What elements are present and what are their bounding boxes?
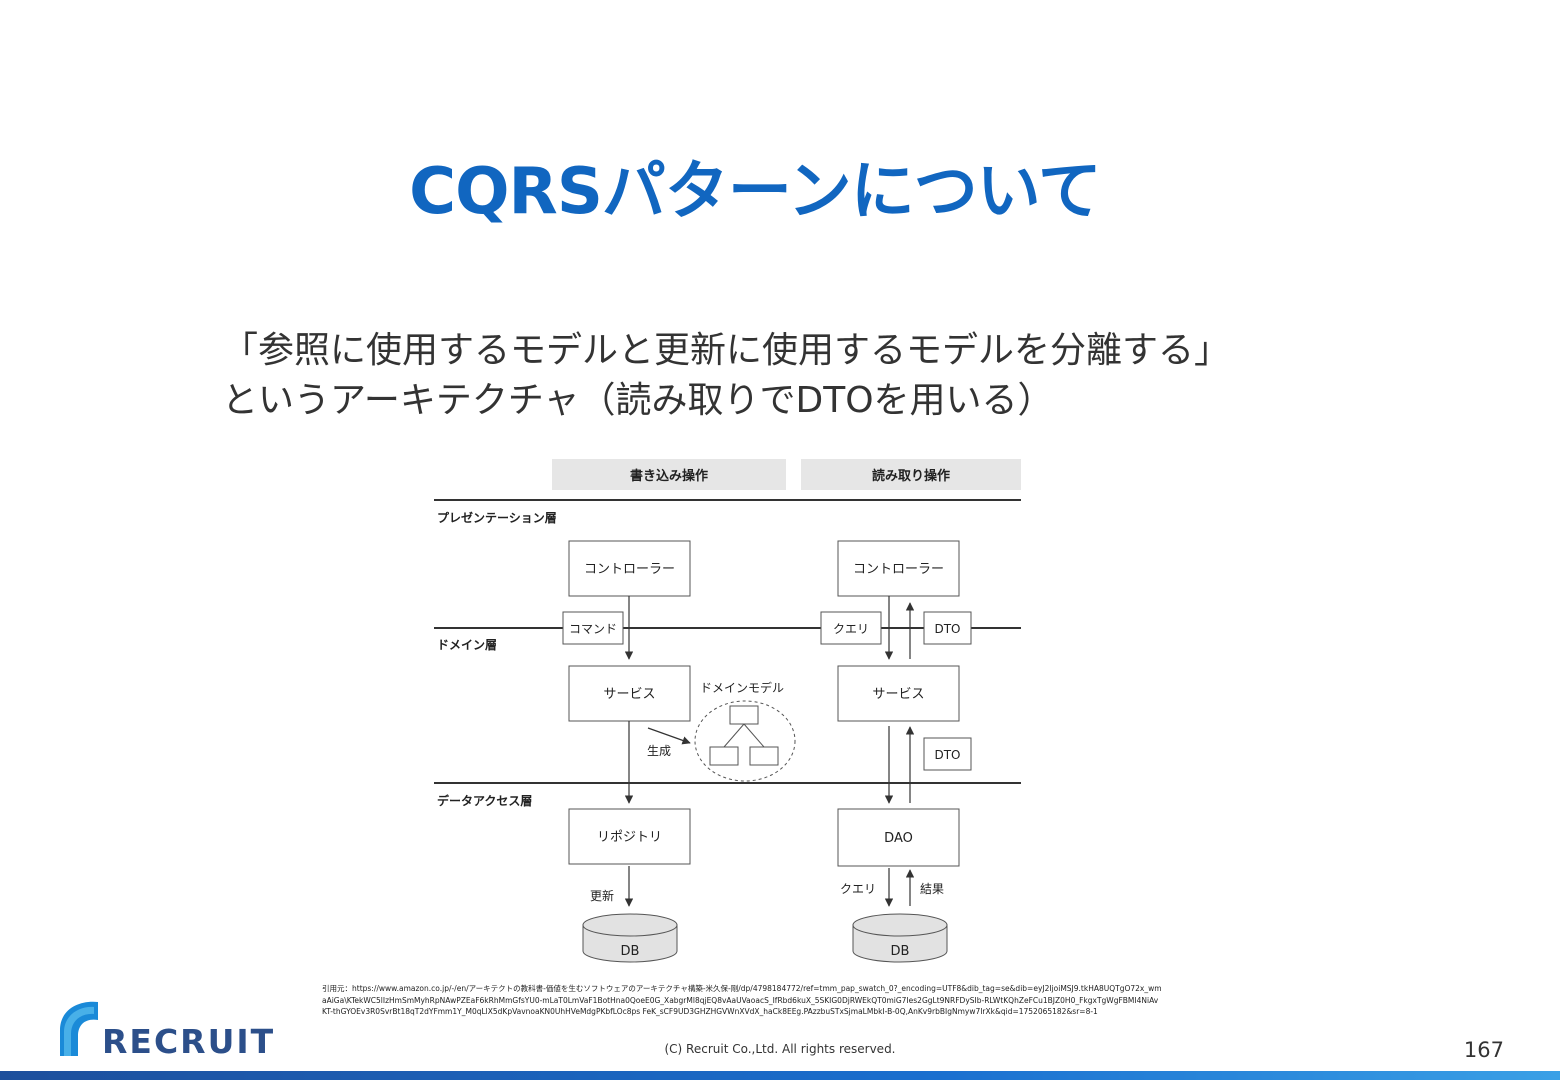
read-dao-box — [837, 808, 960, 867]
subtitle-line-2: というアーキテクチャ（読み取りでDTOを用いる） — [222, 380, 1054, 421]
read-query-box — [820, 611, 882, 645]
write-repository-label: リポジトリ — [597, 830, 662, 845]
read-dto-mid-box — [923, 737, 972, 771]
recruit-logo-text: RECRUIT — [102, 1022, 276, 1061]
recruit-logo: RECRUIT — [56, 998, 296, 1061]
read-query-label: クエリ — [833, 622, 869, 636]
slide-title: CQRSパターンについて — [409, 155, 1102, 229]
layer-data-label: データアクセス層 — [437, 793, 532, 808]
domain-model-edge-right — [743, 723, 765, 748]
layer-presentation-label: プレゼンテーション層 — [437, 510, 557, 525]
write-controller-box — [568, 540, 691, 597]
write-command-box — [562, 611, 624, 645]
domain-model-label: ドメインモデル — [700, 680, 784, 695]
write-update-label: 更新 — [590, 888, 614, 903]
read-service-label: サービス — [872, 687, 924, 702]
recruit-logo-mark — [60, 1001, 98, 1056]
read-dto-mid-label: DTO — [934, 748, 960, 762]
layer-domain-label: ドメイン層 — [437, 638, 497, 652]
header-write-box — [552, 459, 786, 490]
page-number: 167 — [1463, 1038, 1504, 1062]
write-db-top — [582, 913, 678, 937]
write-repository-box — [568, 808, 691, 865]
read-result-label: 結果 — [920, 882, 944, 896]
read-dao-label: DAO — [884, 831, 913, 846]
slide-subtitle: 「参照に使用するモデルと更新に使用するモデルを分離する」 というアーキテクチャ（… — [222, 326, 1230, 426]
citation-text: 引用元：https://www.amazon.co.jp/-/en/アーキテクト… — [322, 984, 1162, 1016]
read-query-bottom-label: クエリ — [840, 882, 876, 896]
read-db-label: DB — [891, 944, 910, 959]
domain-model-edge-left — [723, 723, 745, 748]
footer-bar — [0, 1071, 1560, 1080]
write-service-label: サービス — [603, 687, 655, 702]
write-command-label: コマンド — [569, 622, 617, 636]
write-controller-label: コントローラー — [584, 562, 675, 577]
read-dto-top-box — [923, 611, 972, 645]
domain-model-node-left — [709, 746, 739, 766]
read-controller-label: コントローラー — [853, 562, 944, 577]
domain-model-node-right — [749, 746, 779, 766]
write-db-label: DB — [621, 944, 640, 959]
header-read-box — [801, 459, 1021, 490]
write-arrow-generate — [647, 727, 691, 745]
header-read-label: 読み取り操作 — [872, 468, 950, 484]
read-controller-box — [837, 540, 960, 597]
read-service-box — [837, 665, 960, 722]
subtitle-line-1: 「参照に使用するモデルと更新に使用するモデルを分離する」 — [222, 330, 1231, 371]
copyright-text: (C) Recruit Co.,Ltd. All rights reserved… — [664, 1042, 896, 1056]
write-service-box — [568, 665, 691, 722]
read-db-top — [852, 913, 948, 937]
domain-model-ellipse — [694, 700, 796, 782]
header-write-label: 書き込み操作 — [630, 468, 708, 484]
write-generate-label: 生成 — [647, 744, 671, 758]
read-dto-top-label: DTO — [934, 622, 960, 636]
domain-model-node-top — [729, 705, 759, 725]
